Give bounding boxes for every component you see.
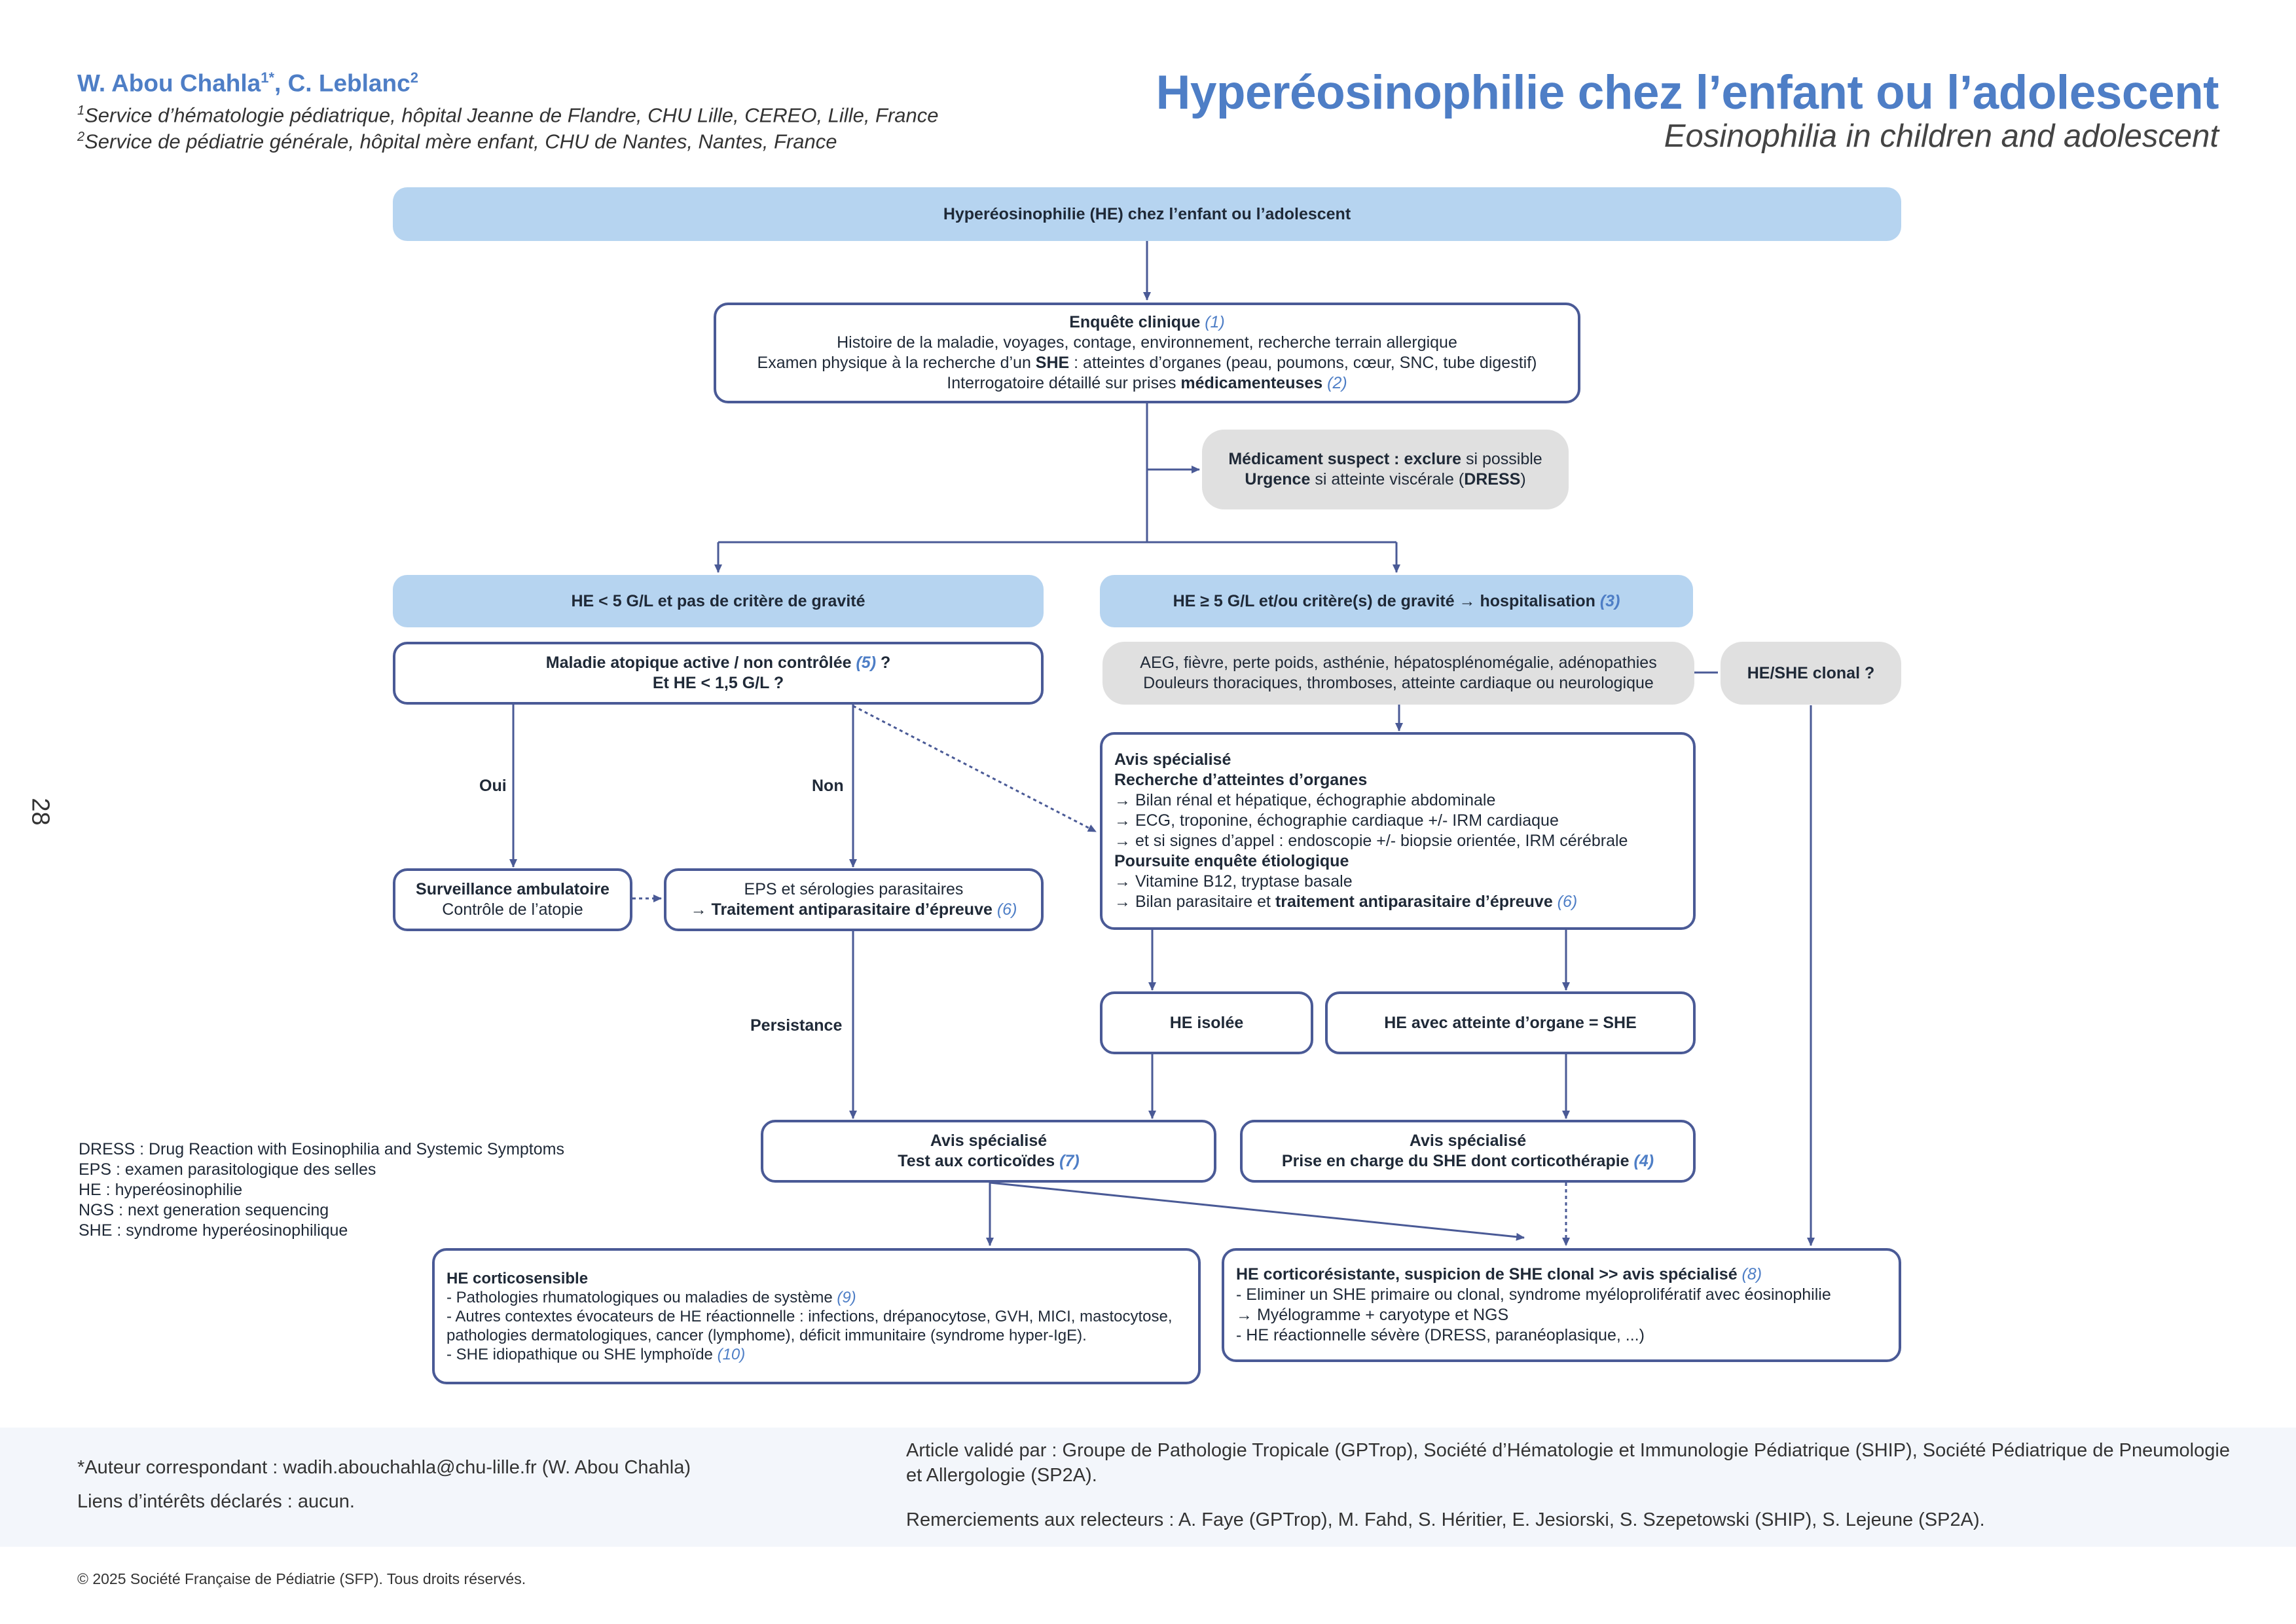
edge-label-persistance: Persistance bbox=[750, 1016, 843, 1035]
edge-atopique-avis-dotted bbox=[852, 705, 1097, 833]
node-avis-organes: Avis spécialisé Recherche d’atteintes d’… bbox=[1100, 732, 1696, 930]
node-he-low: HE < 5 G/L et pas de critère de gravité bbox=[393, 575, 1044, 627]
edge-cortico-resistante bbox=[989, 1181, 1525, 1241]
legend-item: NGS : next generation sequencing bbox=[79, 1201, 329, 1219]
node-he-she: HE avec atteinte d’organe = SHE bbox=[1325, 991, 1696, 1054]
node-symptomes: AEG, fièvre, perte poids, asthénie, hépa… bbox=[1102, 642, 1694, 705]
node-he-isolee: HE isolée bbox=[1100, 991, 1313, 1054]
footer-band bbox=[0, 1428, 2296, 1547]
node-surveillance: Surveillance ambulatoire Contrôle de l’a… bbox=[393, 868, 632, 931]
affiliation-1: 1Service d’hématologie pédiatrique, hôpi… bbox=[77, 103, 939, 127]
footer-author: *Auteur correspondant : wadih.abouchahla… bbox=[77, 1457, 691, 1478]
edge-label-non: Non bbox=[812, 777, 844, 795]
footer-copyright: © 2025 Société Française de Pédiatrie (S… bbox=[77, 1570, 526, 1587]
footer-validated: Article validé par : Groupe de Pathologi… bbox=[906, 1440, 2230, 1486]
node-maladie-atopique: Maladie atopique active / non contrôlée … bbox=[393, 642, 1044, 705]
affiliation-2: 2Service de pédiatrie générale, hôpital … bbox=[77, 130, 837, 153]
node-avis-cortico: Avis spécialisé Test aux corticoïdes (7) bbox=[761, 1120, 1216, 1183]
node-he-she-clonal: HE/SHE clonal ? bbox=[1721, 642, 1901, 705]
footer-thanks: Remerciements aux relecteurs : A. Faye (… bbox=[906, 1509, 1985, 1530]
page-subtitle: Eosinophilia in children and adolescent bbox=[1664, 119, 2219, 154]
authors: W. Abou Chahla1*, C. Leblanc2 bbox=[77, 69, 418, 97]
abbreviation-legend: DRESS : Drug Reaction with Eosinophilia … bbox=[79, 1139, 564, 1241]
legend-item: EPS : examen parasitologique des selles bbox=[79, 1160, 376, 1179]
node-avis-she: Avis spécialisé Prise en charge du SHE d… bbox=[1240, 1120, 1696, 1183]
legend-item: DRESS : Drug Reaction with Eosinophilia … bbox=[79, 1140, 564, 1158]
footer-conflicts: Liens d’intérêts déclarés : aucun. bbox=[77, 1491, 355, 1512]
node-top: Hyperéosinophilie (HE) chez l’enfant ou … bbox=[393, 187, 1901, 241]
node-he-corticosensible: HE corticosensible - Pathologies rhumato… bbox=[432, 1248, 1201, 1384]
legend-item: HE : hyperéosinophilie bbox=[79, 1181, 243, 1199]
node-enquete-clinique: Enquête clinique (1) Histoire de la mala… bbox=[714, 303, 1580, 403]
node-he-corticoresistante: HE corticorésistante, suspicion de SHE c… bbox=[1222, 1248, 1901, 1362]
node-he-high: HE ≥ 5 G/L et/ou critère(s) de gravité →… bbox=[1100, 575, 1693, 627]
node-eps: EPS et sérologies parasitaires → Traitem… bbox=[664, 868, 1044, 931]
page-title: Hyperéosinophilie chez l’enfant ou l’ado… bbox=[1156, 66, 2219, 119]
legend-item: SHE : syndrome hyperéosinophilique bbox=[79, 1221, 348, 1240]
node-medicament-suspect: Médicament suspect : exclure si possible… bbox=[1202, 430, 1569, 509]
edge-label-oui: Oui bbox=[479, 777, 507, 795]
